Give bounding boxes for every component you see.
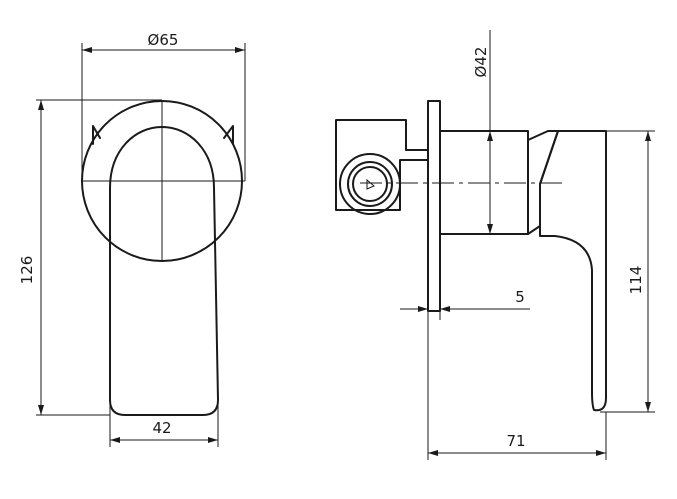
side-valve-body — [439, 130, 529, 235]
side-lever-profile — [539, 130, 607, 412]
front-view: Ø65 126 42 — [18, 31, 246, 447]
side-height-label: 114 — [627, 266, 645, 295]
side-thickness-label: 5 — [515, 288, 525, 306]
side-rear-bracket — [335, 119, 429, 211]
side-connector-marker — [366, 178, 375, 190]
front-right-tab — [223, 125, 234, 145]
side-view: Ø42 5 114 71 — [335, 30, 655, 460]
front-width-label: 42 — [152, 419, 171, 437]
front-diameter-label: Ø65 — [148, 31, 179, 49]
side-diameter-label: Ø42 — [472, 47, 490, 78]
side-connector-mid — [347, 161, 393, 207]
side-depth-label: 71 — [506, 432, 525, 450]
front-height-label: 126 — [18, 256, 36, 285]
side-connector-inner — [352, 166, 388, 202]
front-lever-handle — [109, 187, 219, 416]
front-left-tab — [92, 125, 101, 145]
side-wall-plate — [427, 100, 441, 312]
side-connector-outer — [339, 153, 401, 215]
